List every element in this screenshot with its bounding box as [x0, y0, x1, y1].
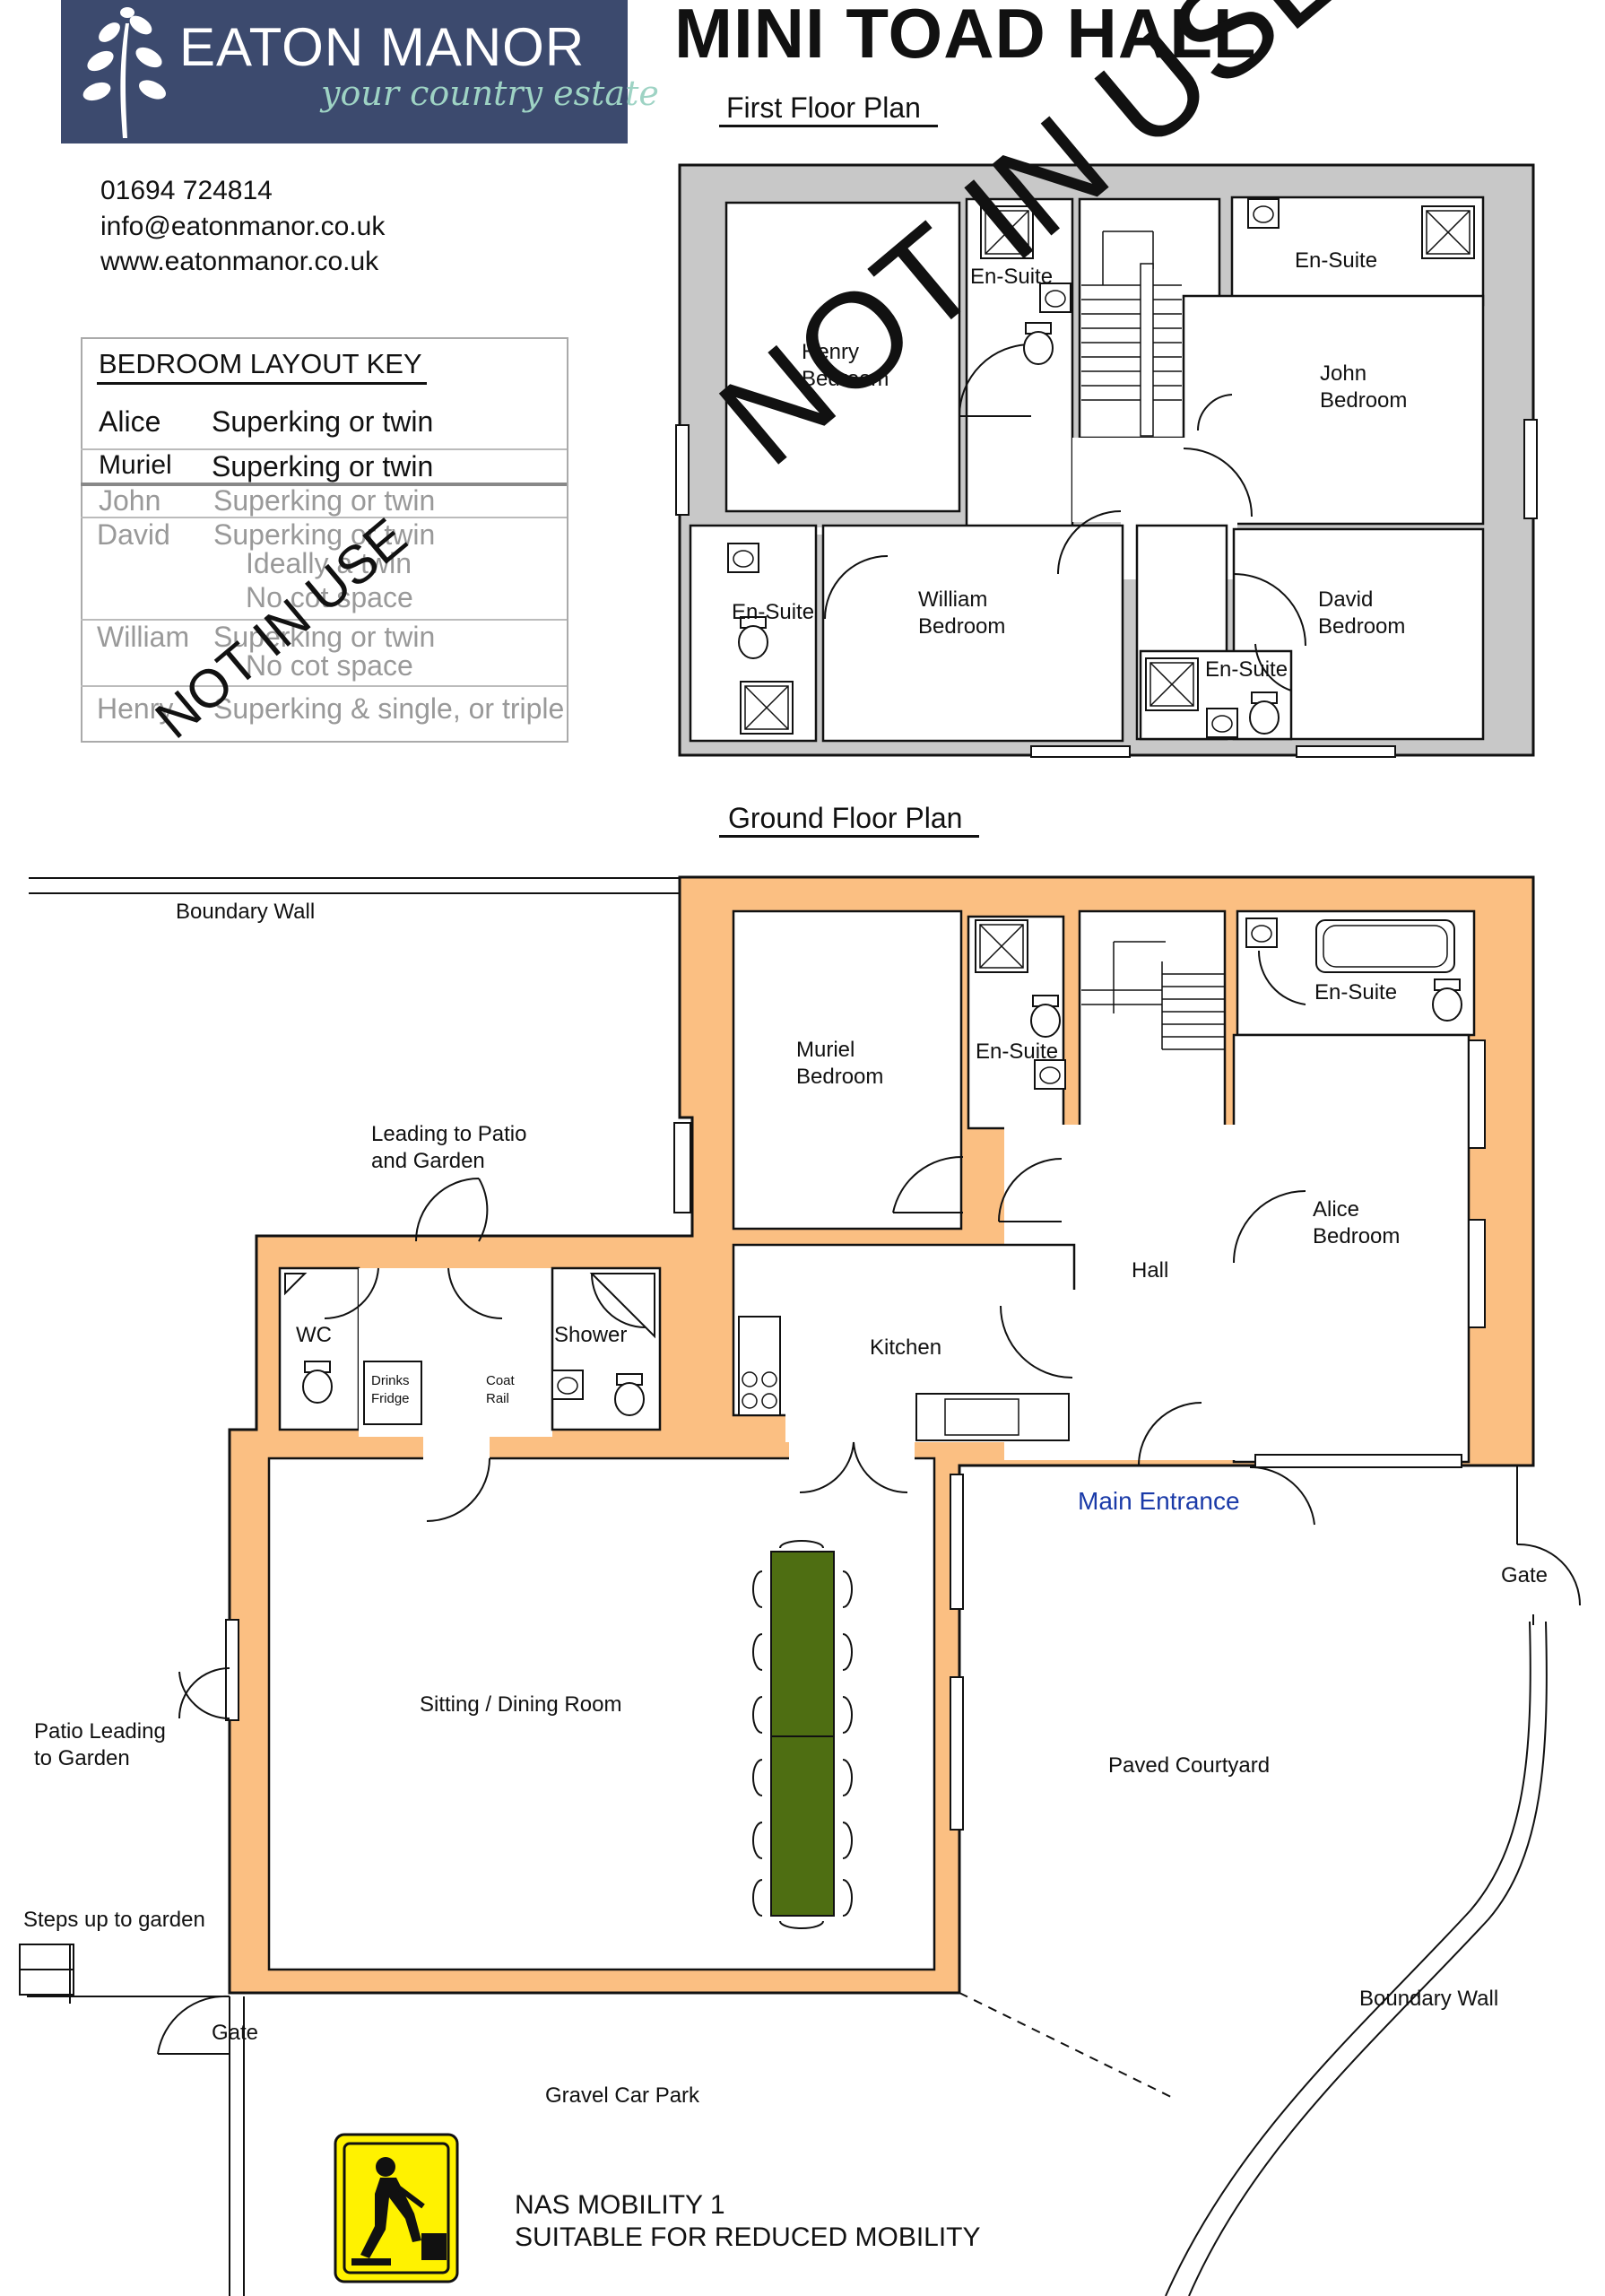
bedroom-key-box	[81, 337, 568, 743]
coat-rail-label-1: Coat	[486, 1373, 515, 1388]
david-bedroom-label-1: David	[1318, 587, 1374, 612]
key-divider	[81, 619, 567, 621]
ensuite-label: En-Suite	[976, 1039, 1059, 1064]
john-bedroom-label-2: Bedroom	[1320, 388, 1408, 413]
henry-bedroom-label-1: Henry	[802, 340, 860, 364]
patio-leading-label-1: Patio Leading	[34, 1719, 166, 1744]
henry-bedroom	[724, 201, 961, 513]
key-name-alice: Alice	[99, 405, 161, 438]
key-note-david-2: No cot space	[246, 581, 413, 613]
nas-mobility-line1: NAS MOBILITY 1	[515, 2190, 725, 2220]
first-floor-title: First Floor Plan	[726, 91, 921, 124]
ground-floor-plan	[19, 875, 1581, 2296]
ground-floor-title: Ground Floor Plan	[728, 802, 963, 834]
boundary-wall-label-right: Boundary Wall	[1359, 1987, 1499, 2011]
ensuite-label: En-Suite	[970, 265, 1054, 289]
ground-floor-title-underline	[719, 835, 979, 838]
contact-website[interactable]: www.eatonmanor.co.uk	[100, 247, 379, 276]
key-note-david-1: Ideally a twin	[246, 547, 412, 579]
alice-bedroom-label-1: Alice	[1313, 1197, 1360, 1222]
patio-leading-label-2: to Garden	[34, 1746, 130, 1770]
wc-room	[278, 1266, 360, 1431]
key-name-william: William	[97, 621, 190, 653]
key-name-henry: Henry	[97, 692, 174, 725]
key-divider	[81, 448, 567, 450]
key-title: BEDROOM LAYOUT KEY	[99, 348, 422, 379]
brand-tagline: your country estate	[321, 74, 659, 113]
key-name-john: John	[99, 484, 161, 517]
william-bedroom-label-1: William	[918, 587, 988, 612]
key-name-david: David	[97, 518, 170, 551]
ensuite-label: En-Suite	[1314, 980, 1398, 1004]
brand-name: EATON MANOR	[179, 17, 586, 77]
gate-label-right: Gate	[1501, 1563, 1549, 1587]
wc-label: WC	[296, 1323, 332, 1347]
john-bedroom-label-1: John	[1320, 361, 1367, 386]
david-bedroom-label-2: Bedroom	[1318, 614, 1406, 639]
first-floor-plan	[675, 163, 1538, 758]
main-entrance-label: Main Entrance	[1078, 1487, 1240, 1515]
muriel-bedroom-label-1: Muriel	[796, 1038, 855, 1062]
dining-table	[752, 1540, 853, 1929]
drinks-fridge-label-1: Drinks	[371, 1373, 410, 1388]
nas-mobility-line2: SUITABLE FOR REDUCED MOBILITY	[515, 2222, 981, 2252]
patio-garden-label-2: and Garden	[371, 1149, 485, 1173]
drinks-fridge-label-2: Fridge	[371, 1391, 410, 1406]
william-bedroom-label-2: Bedroom	[918, 614, 1006, 639]
key-desc-henry: Superking & single, or triple	[213, 692, 565, 725]
gate-label-left: Gate	[212, 2021, 259, 2045]
first-floor-title-underline	[719, 125, 938, 127]
muriel-bedroom	[732, 909, 963, 1231]
mobility-icon	[334, 2133, 459, 2283]
key-divider	[81, 483, 567, 486]
key-name-muriel: Muriel	[99, 450, 172, 480]
brand-logo: EATON MANOR your country estate	[61, 0, 659, 144]
muriel-bedroom-label-2: Bedroom	[796, 1065, 884, 1089]
ensuite-label: En-Suite	[732, 600, 815, 624]
william-bedroom	[821, 524, 1124, 743]
ensuite-label: En-Suite	[1205, 657, 1288, 682]
boundary-wall-label: Boundary Wall	[176, 900, 316, 924]
drinks-fridge	[363, 1361, 422, 1425]
kitchen-label: Kitchen	[870, 1335, 942, 1360]
alice-bedroom	[1232, 1033, 1471, 1464]
key-desc-william: Superking or twin	[213, 621, 436, 653]
gravel-car-park-label: Gravel Car Park	[545, 2083, 700, 2108]
alice-bedroom-label-2: Bedroom	[1313, 1224, 1401, 1248]
key-desc-david: Superking or twin	[213, 518, 436, 551]
contact-phone: 01694 724814	[100, 176, 273, 205]
contact-email[interactable]: info@eatonmanor.co.uk	[100, 212, 386, 241]
oak-leaf-icon	[82, 7, 166, 138]
key-divider	[81, 517, 567, 518]
key-title-underline	[97, 382, 427, 385]
shower-label: Shower	[554, 1323, 628, 1347]
key-desc-alice: Superking or twin	[212, 405, 434, 438]
sitting-dining-label: Sitting / Dining Room	[420, 1692, 622, 1717]
patio-garden-label-1: Leading to Patio	[371, 1122, 527, 1146]
ensuite-label: En-Suite	[1295, 248, 1378, 273]
key-desc-muriel: Superking or twin	[212, 450, 434, 483]
key-desc-john: Superking or twin	[213, 484, 436, 517]
key-note-william: No cot space	[246, 649, 413, 682]
key-divider	[81, 685, 567, 687]
page-title: MINI TOAD HALL	[674, 0, 1257, 73]
henry-bedroom-label-2: Bedroom	[802, 367, 889, 391]
hall-label: Hall	[1132, 1258, 1169, 1283]
coat-rail-label-2: Rail	[486, 1391, 509, 1406]
paved-courtyard-label: Paved Courtyard	[1108, 1753, 1271, 1778]
steps-label: Steps up to garden	[23, 1908, 205, 1932]
